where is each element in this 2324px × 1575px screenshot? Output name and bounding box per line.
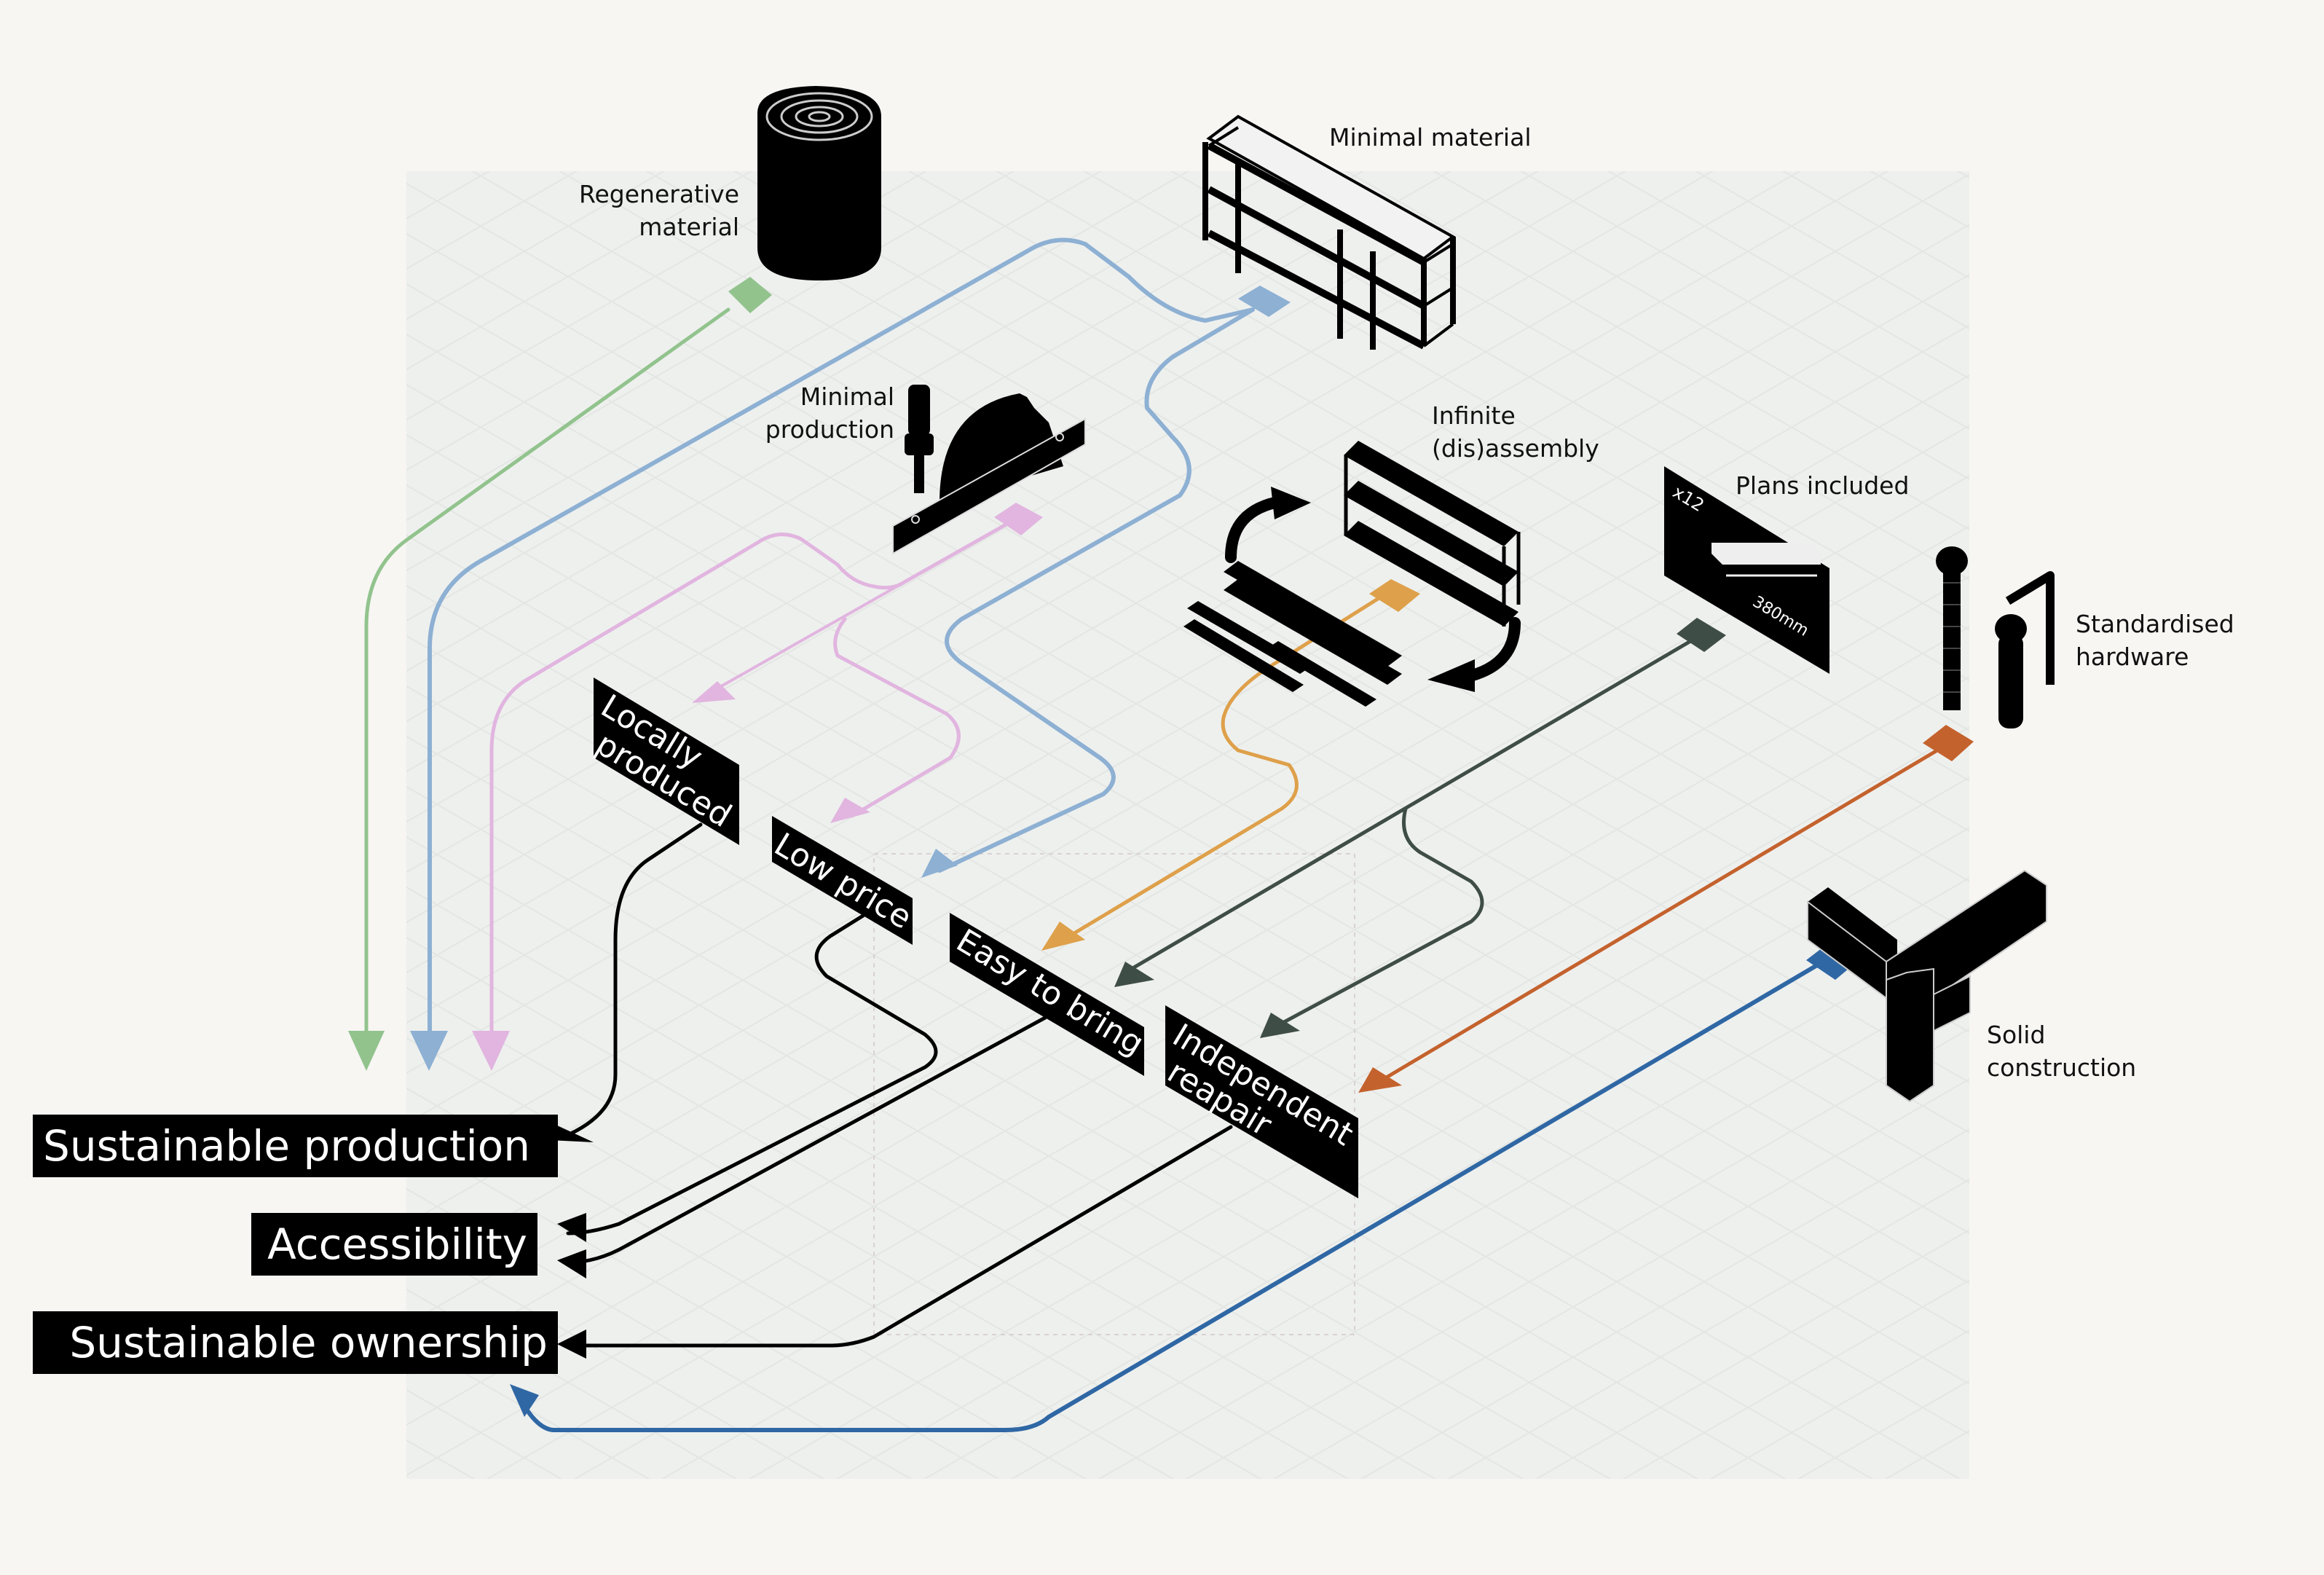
outcome-label-sustainable-ownership: Sustainable ownership xyxy=(69,1318,548,1367)
feature-label-solid-construction-line2: construction xyxy=(1987,1053,2136,1082)
bolts-and-hex-key-icon xyxy=(1936,546,2055,728)
feature-label-standardised-hardware-line2: hardware xyxy=(2076,643,2189,671)
outcome-sustainable-production: Sustainable production xyxy=(33,1115,558,1177)
connection-regenerative-to-sustainable-production xyxy=(364,307,730,1055)
shelf-frame-icon xyxy=(1202,114,1456,350)
connection-hardware-to-independent-repair xyxy=(1371,746,1943,1088)
saw-and-drill-icon xyxy=(892,385,1086,555)
origin-square-icon xyxy=(1677,618,1726,652)
grid-pattern xyxy=(406,171,1969,1479)
arrowhead-icon xyxy=(1358,1067,1402,1093)
feature-label-standardised-hardware-line1: Standardised xyxy=(2076,610,2234,638)
connection-solid-construction-to-sustainable-ownership xyxy=(522,961,1823,1432)
arrowhead-icon xyxy=(830,798,870,823)
origin-square-icon xyxy=(728,277,772,313)
arrowhead-icon xyxy=(557,1213,586,1242)
corner-joint-icon xyxy=(1807,869,2047,1103)
outcome-label-accessibility: Accessibility xyxy=(267,1219,527,1269)
arrowhead-icon xyxy=(557,1249,586,1279)
connection-low-price-to-accessibility xyxy=(566,914,938,1236)
arrowhead-icon xyxy=(510,1384,539,1417)
connection-minimal-material-to-low-price xyxy=(937,307,1255,873)
arrowhead-icon xyxy=(692,681,736,703)
connection-minimal-production-to-low-price xyxy=(833,617,961,818)
outcome-sustainable-ownership: Sustainable ownership xyxy=(33,1311,558,1374)
feature-label-plans-included: Plans included xyxy=(1736,471,1909,500)
feature-label-regenerative-material-line1: Regenerative xyxy=(579,180,739,208)
origin-square-icon xyxy=(1923,725,1974,761)
origin-square-icon xyxy=(1806,943,1857,980)
origin-square-icon xyxy=(1238,286,1291,317)
arrowhead-icon xyxy=(550,1126,594,1142)
feature-label-solid-construction-line1: Solid xyxy=(1987,1021,2045,1049)
connection-plans-to-independent-repair xyxy=(1272,806,1484,1029)
arrowhead-icon xyxy=(348,1031,385,1071)
arrowhead-icon xyxy=(1041,922,1085,951)
arrowhead-icon xyxy=(921,849,958,878)
log-icon xyxy=(757,86,881,280)
outcome-accessibility: Accessibility xyxy=(251,1213,537,1276)
connection-locally-produced-to-sustainable-production xyxy=(562,822,703,1139)
connection-minimal-material-to-sustainable-production xyxy=(428,237,1255,1055)
feature-label-minimal-production-line2: production xyxy=(765,415,894,444)
arrowhead-icon xyxy=(1260,1013,1300,1038)
feature-label-minimal-material: Minimal material xyxy=(1329,123,1532,152)
outcome-label-sustainable-production: Sustainable production xyxy=(43,1121,530,1171)
connection-minimal-production-to-sustainable-production xyxy=(489,519,1015,1055)
arrowhead-icon xyxy=(410,1031,448,1071)
arrowhead-icon xyxy=(557,1329,586,1359)
origin-square-icon xyxy=(994,503,1043,535)
assembly-cycle-icon xyxy=(1183,441,1521,707)
arrowhead-icon xyxy=(1114,962,1154,987)
feature-label-minimal-production-line1: Minimal xyxy=(800,382,894,411)
feature-label-regenerative-material-line2: material xyxy=(639,213,739,241)
connection-plans-to-easy-to-bring xyxy=(1123,633,1703,975)
origin-square-icon xyxy=(1369,579,1420,612)
feature-label-infinite-disassembly-line1: Infinite xyxy=(1432,401,1516,430)
connection-minimal-production-to-locally-produced xyxy=(716,519,1014,690)
feature-label-infinite-disassembly-line2: (dis)assembly xyxy=(1432,434,1599,463)
arrowhead-icon xyxy=(472,1031,510,1071)
connection-infinite-disassembly-to-easy-to-bring xyxy=(1061,595,1382,942)
plan-sheet-icon: x12 380mm xyxy=(1664,466,1829,674)
feature-labels: Regenerative material Minimal material M… xyxy=(579,123,2234,1082)
connection-independent-repair-to-sustainable-ownership xyxy=(566,1125,1233,1348)
